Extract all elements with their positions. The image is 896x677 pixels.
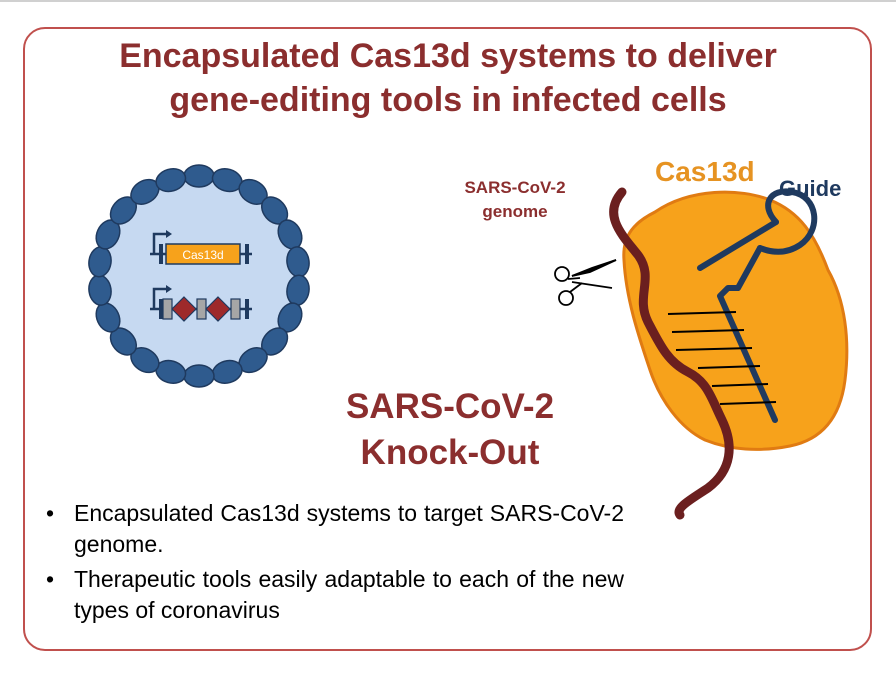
guide-label: Guide (779, 176, 842, 201)
cas13d-protein-label: Cas13d (655, 156, 755, 187)
vesicle: Cas13d (88, 164, 310, 388)
knockout-label: SARS-CoV-2 Knock-Out (300, 384, 600, 476)
content-frame (23, 27, 872, 651)
vesicle-lumen (99, 176, 299, 376)
knockout-line-2: Knock-Out (360, 433, 540, 472)
genome-label-line-1: SARS-CoV-2 (464, 178, 566, 197)
cas13d-cassette: Cas13d (150, 230, 252, 265)
base-pairs (667, 311, 777, 405)
cas13d-gene-label: Cas13d (182, 248, 223, 262)
guide-array-cassette (150, 285, 252, 322)
bullet-item: Therapeutic tools easily adaptable to ea… (44, 564, 624, 626)
bullet-list: Encapsulated Cas13d systems to target SA… (44, 498, 624, 630)
genome-label: SARS-CoV-2 genome (440, 176, 590, 224)
cas13d-gene-box (165, 243, 241, 265)
membrane-bead (155, 167, 187, 193)
slide-title: Encapsulated Cas13d systems to deliver g… (40, 34, 856, 122)
membrane-bead (183, 164, 215, 188)
sars-cov-2-rna-strand (609, 187, 734, 520)
promoter-arrow-icon (152, 287, 168, 309)
cas13d-protein (622, 190, 849, 451)
scissors-icon (554, 259, 617, 306)
vesicle-membrane (88, 164, 310, 388)
repeat-box (196, 298, 207, 320)
repeat-box (162, 298, 173, 320)
membrane-bead (183, 364, 215, 388)
spacer-diamond (205, 296, 231, 322)
top-divider (0, 0, 896, 2)
spacer-diamond (171, 296, 197, 322)
bullet-item: Encapsulated Cas13d systems to target SA… (44, 498, 624, 560)
promoter-arrow-icon (152, 232, 168, 254)
guide-rna (697, 188, 818, 423)
repeat-box (230, 298, 241, 320)
title-line-1: Encapsulated Cas13d systems to deliver (119, 37, 777, 75)
genome-label-line-2: genome (482, 202, 548, 221)
title-line-2: gene-editing tools in infected cells (169, 81, 727, 119)
knockout-line-1: SARS-CoV-2 (345, 387, 555, 426)
